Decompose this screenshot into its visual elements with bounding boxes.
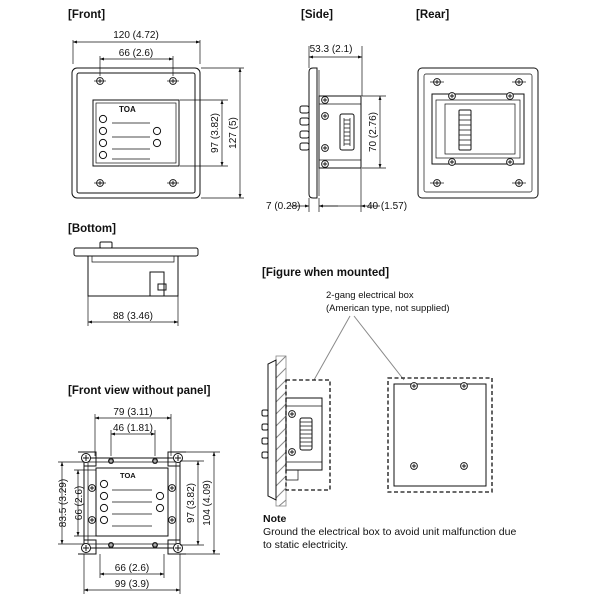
screw-icon — [88, 516, 96, 524]
screw-icon — [460, 462, 468, 470]
electrical-box-inner — [393, 383, 487, 487]
button-icon — [99, 515, 109, 525]
electrical-box-front — [387, 377, 493, 493]
button-icon — [98, 138, 108, 148]
front-panel — [71, 67, 201, 199]
dim-bottom-width: 88 (3.46) — [113, 311, 153, 322]
button-icon — [98, 114, 108, 124]
button-icon — [98, 126, 108, 136]
screw-icon — [168, 484, 176, 492]
rear-panel — [417, 67, 539, 199]
mounted-body — [285, 397, 323, 471]
screw-icon — [321, 144, 329, 152]
note-line-1: Ground the electrical box to avoid unit … — [263, 526, 516, 538]
bottom-body — [87, 256, 179, 297]
side-body — [318, 95, 362, 169]
np-control-plate — [95, 467, 169, 537]
button-icon — [155, 503, 165, 513]
electrical-box-side — [285, 379, 331, 491]
heading-side: [Side] — [301, 9, 333, 21]
screw-icon — [81, 543, 91, 553]
mounted-panel — [267, 359, 277, 501]
button-icon — [98, 150, 108, 160]
screw-icon — [288, 410, 296, 418]
dim-front-inner-height: 97 (3.82) — [210, 113, 221, 153]
np-toa-logo: TOA — [120, 471, 136, 480]
button-icon — [99, 479, 109, 489]
dim-side-panel: 7 (0.28) — [266, 201, 300, 212]
note-line-2: to static electricity. — [263, 539, 348, 551]
dim-front-height: 127 (5) — [228, 117, 239, 149]
side-view: 53.3 (2.1) 70 (2.76) 7 (0.28) — [266, 44, 407, 212]
callout-line-1: 2-gang electrical box — [326, 290, 414, 301]
rear-body — [431, 93, 525, 165]
side-panel — [308, 67, 318, 199]
screw-icon — [448, 158, 456, 166]
dim-side-depth: 53.3 (2.1) — [310, 44, 353, 55]
screw-icon — [448, 92, 456, 100]
screw-icon — [88, 484, 96, 492]
dim-side-body: 40 (1.57) — [367, 201, 407, 212]
screw-icon — [506, 158, 514, 166]
screw-icon — [321, 96, 329, 104]
screw-icon — [288, 448, 296, 456]
rear-view — [417, 67, 539, 199]
screw-icon — [506, 92, 514, 100]
screw-icon — [151, 457, 159, 465]
screw-icon — [460, 382, 468, 390]
toa-logo: TOA — [119, 105, 136, 114]
button-icon — [99, 503, 109, 513]
screw-icon — [410, 462, 418, 470]
screw-icon — [168, 516, 176, 524]
screw-icon — [151, 541, 159, 549]
control-plate — [92, 99, 180, 167]
screw-icon — [321, 112, 329, 120]
callout-line-2: (American type, not supplied) — [326, 303, 450, 314]
screw-icon — [81, 453, 91, 463]
button-icon — [99, 491, 109, 501]
front-view: 120 (4.72) 66 (2.6) TOA 97 (3.82) — [71, 30, 244, 199]
dim-np-right-inner: 97 (3.82) — [186, 483, 197, 523]
heading-rear: [Rear] — [416, 9, 449, 21]
mounted-figure: 2-gang electrical box (American type, no… — [261, 290, 516, 551]
front-view-without-panel: 79 (3.11) 46 (1.81) TOA — [58, 407, 220, 594]
heading-figure-when-mounted: [Figure when mounted] — [262, 267, 389, 279]
dim-np-inner-top: 46 (1.81) — [113, 423, 153, 434]
dim-np-right-outer: 104 (4.09) — [202, 480, 213, 526]
button-icon — [152, 138, 162, 148]
screw-icon — [107, 457, 115, 465]
heading-front: [Front] — [68, 9, 105, 21]
bottom-view: 88 (3.46) — [73, 241, 199, 326]
terminal-block — [339, 113, 355, 151]
note-title: Note — [263, 513, 286, 525]
wall-section — [275, 355, 287, 507]
bottom-panel — [73, 247, 199, 257]
button-icon — [152, 126, 162, 136]
dim-np-bottom-inner: 66 (2.6) — [115, 563, 149, 574]
dim-front-width: 120 (4.72) — [113, 30, 159, 41]
button-icon — [155, 491, 165, 501]
dim-np-bottom-outer: 99 (3.9) — [115, 579, 149, 590]
screw-icon — [321, 160, 329, 168]
dim-np-left-inner: 66 (2.6) — [74, 486, 85, 520]
dim-np-left-outer: 83.5 (3.29) — [58, 479, 69, 527]
heading-front-view-without-panel: [Front view without panel] — [68, 385, 211, 397]
screw-icon — [107, 541, 115, 549]
dim-np-width: 79 (3.11) — [113, 407, 152, 418]
heading-bottom: [Bottom] — [68, 223, 116, 235]
dim-front-inner-width: 66 (2.6) — [119, 48, 153, 59]
dim-side-height: 70 (2.76) — [368, 112, 379, 152]
screw-icon — [410, 382, 418, 390]
